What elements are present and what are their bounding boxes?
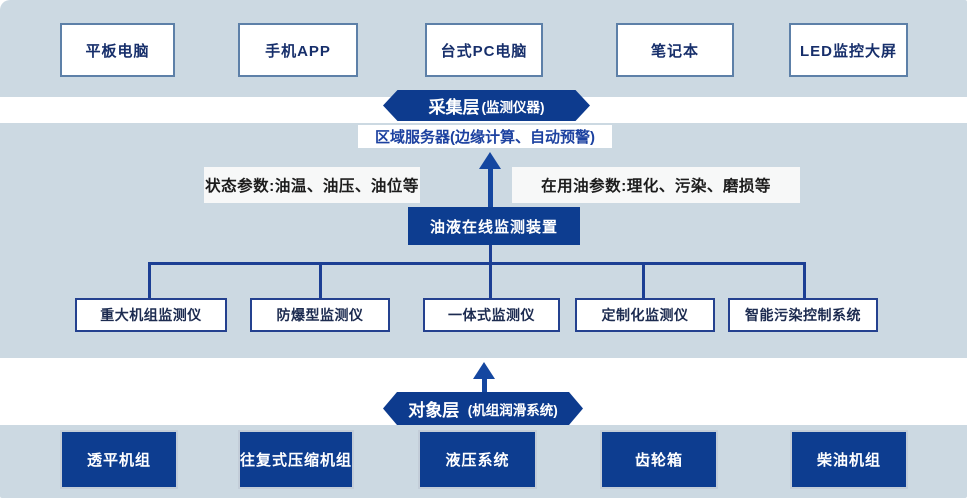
device-box-led-screen: LED监控大屏: [789, 23, 908, 77]
status-params-text: 状态参数:油温、油压、油位等: [205, 178, 419, 195]
equipment-box-hydraulic-system: 液压系统: [418, 430, 537, 489]
oil-params-text: 在用油参数:理化、污染、磨损等: [541, 178, 771, 195]
online-monitoring-device-label: 油液在线监测装置: [429, 218, 558, 236]
monitor-box-explosion-proof: 防爆型监测仪: [250, 298, 390, 332]
monitor-label: 重大机组监测仪: [100, 307, 202, 323]
collection-layer-badge: 采集层(监测仪器): [383, 90, 590, 121]
connector-stem: [489, 245, 492, 264]
object-layer-badge: 对象层 (机组润滑系统): [383, 392, 583, 425]
regional-server-box: 区域服务器(边缘计算、自动预警): [358, 125, 612, 148]
device-label: LED监控大屏: [799, 42, 897, 60]
monitor-box-customized: 定制化监测仪: [575, 298, 715, 332]
monitor-box-integrated: 一体式监测仪: [423, 298, 560, 332]
object-layer-title: 对象层: [408, 401, 460, 420]
up-arrow-shaft-top: [488, 167, 493, 207]
device-label: 平板电脑: [85, 42, 150, 60]
connector-drop-1: [148, 262, 151, 298]
monitor-label: 一体式监测仪: [448, 307, 535, 323]
oil-params-label: 在用油参数:理化、污染、磨损等: [512, 167, 800, 203]
device-box-laptop: 笔记本: [616, 23, 734, 77]
up-arrow-head-top: [479, 152, 501, 169]
collection-layer-subtitle: (监测仪器): [481, 99, 545, 115]
up-arrow-head-bottom: [473, 362, 495, 379]
equipment-label: 液压系统: [445, 452, 510, 469]
device-box-tablet: 平板电脑: [60, 23, 175, 77]
connector-horizontal: [148, 262, 806, 265]
monitor-label: 智能污染控制系统: [745, 307, 861, 323]
up-arrow-shaft-bottom: [482, 377, 487, 394]
equipment-box-reciprocating-compressor: 往复式压缩机组: [238, 430, 354, 489]
device-box-phone-app: 手机APP: [238, 23, 358, 77]
equipment-box-turbine-unit: 透平机组: [60, 430, 178, 489]
object-layer-subtitle: (机组润滑系统): [467, 402, 558, 418]
connector-drop-2: [319, 262, 322, 298]
device-box-desktop-pc: 台式PC电脑: [425, 23, 543, 77]
monitor-box-major-unit: 重大机组监测仪: [75, 298, 227, 332]
equipment-label: 柴油机组: [816, 452, 881, 469]
monitor-box-smart-pollution-control: 智能污染控制系统: [728, 298, 878, 332]
connector-drop-3: [489, 262, 492, 298]
equipment-box-gearbox: 齿轮箱: [600, 430, 718, 489]
connector-drop-5: [803, 262, 806, 298]
online-monitoring-device-box: 油液在线监测装置: [408, 207, 580, 245]
equipment-label: 透平机组: [86, 452, 151, 469]
regional-server-label: 区域服务器(边缘计算、自动预警): [375, 129, 595, 146]
device-label: 笔记本: [650, 42, 699, 60]
collection-layer-title: 采集层: [428, 98, 480, 117]
monitor-label: 定制化监测仪: [601, 307, 689, 323]
equipment-label: 往复式压缩机组: [240, 452, 353, 469]
monitor-label: 防爆型监测仪: [276, 307, 364, 323]
equipment-label: 齿轮箱: [634, 452, 683, 469]
device-label: 手机APP: [265, 42, 331, 60]
equipment-box-diesel-unit: 柴油机组: [790, 430, 908, 489]
connector-drop-4: [642, 262, 645, 298]
device-label: 台式PC电脑: [440, 42, 528, 60]
status-params-label: 状态参数:油温、油压、油位等: [204, 167, 420, 203]
